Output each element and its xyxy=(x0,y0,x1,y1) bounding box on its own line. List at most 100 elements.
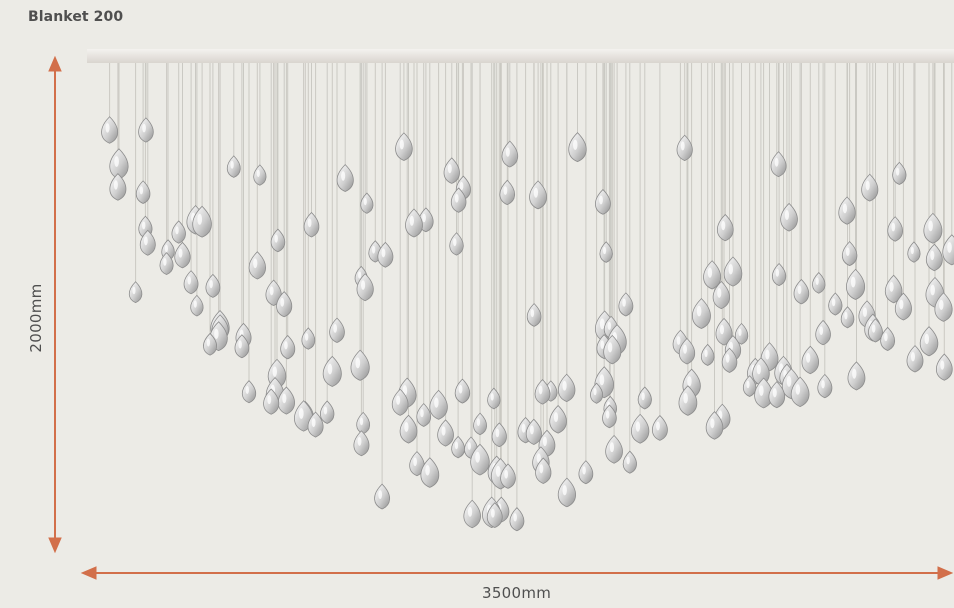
crystal-highlight xyxy=(178,248,183,258)
crystal-drop xyxy=(409,451,425,477)
crystal-highlight xyxy=(775,268,780,277)
crystal-drop xyxy=(840,306,855,329)
crystal-drop xyxy=(923,212,943,244)
crystal-highlight xyxy=(562,485,567,496)
crystal-drop xyxy=(557,373,576,403)
crystal-highlight xyxy=(687,376,692,387)
crystal-highlight xyxy=(599,318,605,330)
crystal-highlight xyxy=(307,218,312,228)
crystal-highlight xyxy=(404,421,409,432)
crystal-highlight xyxy=(269,286,274,296)
crystal-highlight xyxy=(593,388,597,396)
crystal-highlight xyxy=(756,364,761,375)
crystal-drop xyxy=(454,378,471,404)
crystal-drop xyxy=(322,355,342,387)
crystal-highlight xyxy=(940,360,945,370)
product-title: Blanket 200 xyxy=(28,9,124,25)
crystal-highlight xyxy=(821,380,825,389)
crystal-highlight xyxy=(453,238,457,247)
crystal-drop xyxy=(491,422,507,448)
crystal-drop xyxy=(907,241,921,263)
width-dimension-arrow xyxy=(80,566,954,580)
crystal-highlight xyxy=(871,324,876,333)
crystal-highlight xyxy=(656,421,660,431)
crystal-drop xyxy=(473,412,487,436)
crystal-highlight xyxy=(490,393,494,401)
crystal-drop xyxy=(771,262,787,287)
crystal-drop xyxy=(721,347,738,373)
crystal-drop xyxy=(429,389,448,420)
crystal-highlight xyxy=(193,300,197,308)
crystal-highlight xyxy=(341,171,346,181)
crystal-drop xyxy=(603,334,622,365)
crystal-highlight xyxy=(884,332,888,342)
crystal-highlight xyxy=(947,242,952,253)
crystal-highlight xyxy=(641,392,645,401)
crystal-highlight xyxy=(114,156,119,167)
crystal-highlight xyxy=(725,354,730,363)
crystal-highlight xyxy=(680,141,685,151)
crystal-drop xyxy=(734,322,749,345)
crystal-drop xyxy=(241,380,257,404)
crystal-drop xyxy=(919,326,939,357)
crystal-drop xyxy=(535,457,552,484)
crystal-drop xyxy=(861,173,879,202)
crystal-highlight xyxy=(139,186,144,195)
crystal-highlight xyxy=(454,441,459,450)
ceiling-canopy xyxy=(87,49,954,63)
crystal-highlight xyxy=(105,123,110,133)
crystal-drop xyxy=(599,241,613,263)
crystal-drop xyxy=(395,132,413,161)
crystal-drop xyxy=(138,117,154,143)
crystal-drop xyxy=(678,385,698,416)
crystal-drop xyxy=(405,208,423,238)
crystal-drop xyxy=(443,157,460,184)
crystal-highlight xyxy=(609,442,615,453)
crystal-highlight xyxy=(425,464,430,476)
crystal-drop xyxy=(437,419,454,447)
crystal-drop xyxy=(868,318,883,343)
crystal-drop xyxy=(203,332,218,356)
crystal-drop xyxy=(828,292,843,316)
crystal-highlight xyxy=(163,257,167,266)
crystal-highlight xyxy=(495,465,501,477)
crystal-highlight xyxy=(562,380,567,391)
crystal-highlight xyxy=(710,418,715,429)
crystal-highlight xyxy=(282,393,287,404)
crystal-highlight xyxy=(458,384,463,394)
crystal-drop xyxy=(557,477,576,508)
crystal-drop xyxy=(501,140,519,168)
crystal-highlight xyxy=(895,167,900,176)
crystal-highlight xyxy=(399,139,404,150)
crystal-highlight xyxy=(245,385,250,394)
crystal-drop xyxy=(420,457,440,488)
crystal-highlight xyxy=(441,426,446,436)
crystal-highlight xyxy=(865,180,870,191)
crystal-highlight xyxy=(476,418,481,427)
crystal-drop xyxy=(109,173,127,201)
crystal-highlight xyxy=(842,203,848,214)
crystal-drop xyxy=(526,303,542,327)
crystal-highlight xyxy=(707,267,713,278)
crystal-highlight xyxy=(795,384,801,395)
crystal-drop xyxy=(935,353,953,381)
crystal-highlight xyxy=(378,490,383,500)
crystal-drop xyxy=(307,411,324,438)
crystal-highlight xyxy=(164,244,169,253)
crystal-highlight xyxy=(533,187,539,198)
crystal-highlight xyxy=(434,397,439,408)
crystal-drop xyxy=(360,192,374,214)
crystal-drop xyxy=(525,418,542,445)
crystal-drop xyxy=(303,212,320,238)
crystal-highlight xyxy=(363,197,367,206)
crystal-highlight xyxy=(305,333,309,341)
crystal-drop xyxy=(631,413,650,444)
crystal-highlight xyxy=(786,376,792,387)
crystal-highlight xyxy=(238,340,242,349)
crystal-drop xyxy=(499,179,516,206)
crystal-drop xyxy=(793,278,810,305)
crystal-drop xyxy=(353,430,370,457)
crystal-highlight xyxy=(142,221,146,230)
crystal-highlight xyxy=(930,250,935,261)
